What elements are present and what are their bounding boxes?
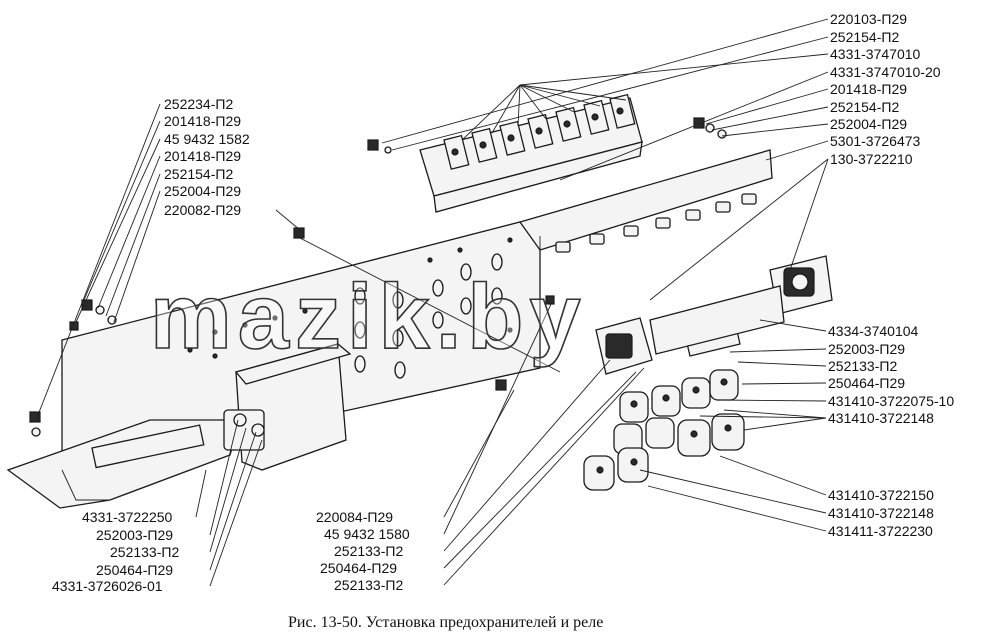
- callouts-left: 252234-П2 201418-П29 45 9432 1582 201418…: [164, 96, 250, 218]
- callout-label: 252154-П2: [830, 99, 899, 115]
- callouts-right: 220103-П29 252154-П2 4331-3747010 4331-3…: [828, 11, 954, 539]
- callout-label: 431411-3722230: [828, 523, 933, 539]
- callout-label: 4331-3726026-01: [52, 578, 163, 594]
- callout-label: 252003-П29: [828, 341, 905, 357]
- callout-label: 45 9432 1582: [164, 131, 250, 147]
- callout-label: 252133-П2: [828, 358, 897, 374]
- relay-group: [583, 255, 833, 491]
- callout-label: 252133-П2: [334, 577, 403, 593]
- callout-label: 201418-П29: [164, 113, 241, 129]
- callouts-bottom-left: 4331-3722250 252003-П29 252133-П2 250464…: [52, 509, 179, 594]
- callout-label: 252154-П2: [830, 29, 899, 45]
- callout-label: 250464-П29: [828, 375, 905, 391]
- callout-label: 431410-3722075-10: [828, 393, 954, 409]
- callout-label: 431410-3722148: [828, 505, 934, 521]
- callout-label: 4331-3747010: [830, 46, 921, 62]
- watermark-text: mazik.by: [150, 266, 587, 368]
- callout-label: 252004-П29: [164, 183, 241, 199]
- callout-label: 250464-П29: [96, 562, 173, 578]
- callout-label: 201418-П29: [164, 148, 241, 164]
- callout-label: 5301-3726473: [830, 133, 921, 149]
- callout-label: 252234-П2: [164, 96, 233, 112]
- small-relay-row: [583, 369, 745, 491]
- callout-label: 4331-3747010-20: [830, 64, 941, 80]
- callout-label: 220084-П29: [316, 509, 393, 525]
- callout-label: 4331-3722250: [82, 509, 173, 525]
- callout-label: 201418-П29: [830, 81, 907, 97]
- callout-label: 250464-П29: [320, 560, 397, 576]
- callout-label: 431410-3722150: [828, 487, 934, 503]
- relay-cover: [223, 343, 352, 471]
- callout-label: 431410-3722148: [828, 410, 934, 426]
- callout-label: 252133-П2: [334, 543, 403, 559]
- mounting-panel: [6, 149, 773, 509]
- callout-label: 252133-П2: [110, 544, 179, 560]
- fuse-block: [419, 93, 643, 213]
- socket-row: [555, 193, 757, 253]
- panel-holes: [187, 237, 513, 379]
- callout-label: 252154-П2: [164, 166, 233, 182]
- callout-label: 220082-П29: [164, 202, 241, 218]
- figure-caption: Рис. 13-50. Установка предохранителей и …: [288, 614, 603, 631]
- callout-label: 4334-3740104: [828, 323, 919, 339]
- callout-label: 130-3722210: [830, 151, 913, 167]
- callouts-bottom-mid: 220084-П29 45 9432 1580 252133-П2 250464…: [316, 509, 410, 593]
- callout-label: 220103-П29: [830, 11, 907, 27]
- callout-label: 252003-П29: [96, 527, 173, 543]
- callout-label: 45 9432 1580: [324, 526, 410, 542]
- leader-lines: [35, 18, 829, 587]
- callout-label: 252004-П29: [830, 116, 907, 132]
